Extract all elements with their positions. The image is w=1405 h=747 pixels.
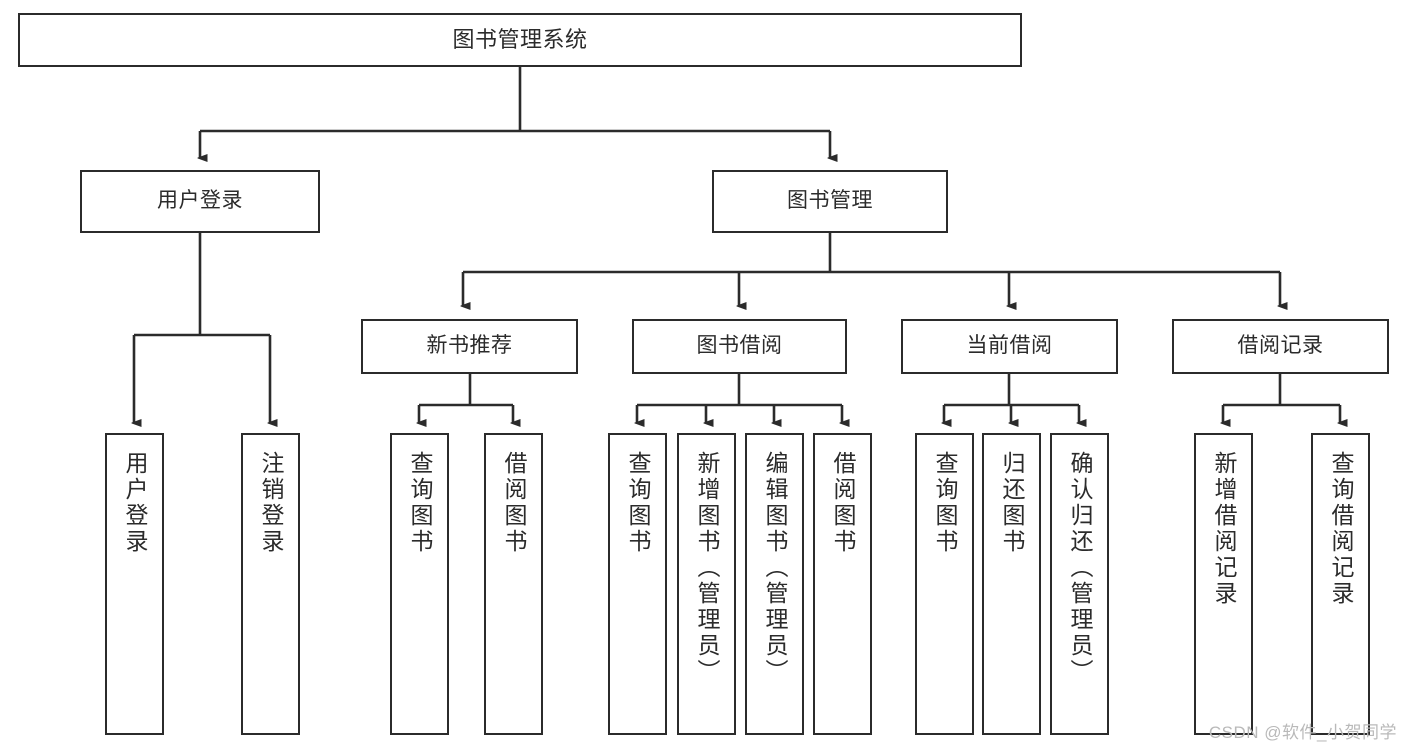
node-label: 图书管理系统	[452, 27, 588, 53]
node-label: 编辑图书（管理员）	[762, 451, 788, 685]
leaf-record-add-record[interactable]: 新增借阅记录	[1194, 433, 1253, 735]
node-label: 借阅图书	[501, 451, 527, 555]
node-current-borrow[interactable]: 当前借阅	[901, 319, 1118, 374]
leaf-recommend-borrow-book[interactable]: 借阅图书	[484, 433, 543, 735]
node-label: 查询图书	[625, 451, 651, 555]
node-label: 新增图书（管理员）	[694, 451, 720, 685]
leaf-recommend-search-book[interactable]: 查询图书	[390, 433, 449, 735]
node-label: 图书借阅	[696, 334, 783, 358]
node-label: 确认归还（管理员）	[1067, 451, 1093, 685]
node-book-borrow[interactable]: 图书借阅	[632, 319, 847, 374]
node-label: 查询图书	[407, 451, 433, 555]
node-label: 查询借阅记录	[1328, 451, 1354, 607]
leaf-borrow-search-book[interactable]: 查询图书	[608, 433, 667, 735]
watermark-text: CSDN @软件_小贺同学	[1208, 723, 1397, 742]
leaf-borrow-add-book[interactable]: 新增图书（管理员）	[677, 433, 736, 735]
node-label: 用户登录	[122, 451, 148, 555]
node-book-management[interactable]: 图书管理	[712, 170, 948, 233]
node-label: 图书管理	[787, 189, 873, 213]
node-root-system[interactable]: 图书管理系统	[18, 13, 1022, 67]
node-label: 借阅记录	[1237, 334, 1324, 358]
node-label: 用户登录	[157, 189, 243, 213]
node-label: 借阅图书	[830, 451, 856, 555]
node-label: 当前借阅	[966, 334, 1053, 358]
leaf-user-logout[interactable]: 注销登录	[241, 433, 300, 735]
node-new-book-recommend[interactable]: 新书推荐	[361, 319, 578, 374]
leaf-user-login[interactable]: 用户登录	[105, 433, 164, 735]
node-label: 新增借阅记录	[1211, 451, 1237, 607]
node-label: 新书推荐	[426, 334, 513, 358]
node-borrow-record[interactable]: 借阅记录	[1172, 319, 1389, 374]
node-label: 查询图书	[932, 451, 958, 555]
leaf-borrow-edit-book[interactable]: 编辑图书（管理员）	[745, 433, 804, 735]
leaf-record-search-record[interactable]: 查询借阅记录	[1311, 433, 1370, 735]
leaf-current-confirm-return[interactable]: 确认归还（管理员）	[1050, 433, 1109, 735]
node-label: 归还图书	[999, 451, 1025, 555]
leaf-current-search-book[interactable]: 查询图书	[915, 433, 974, 735]
leaf-borrow-borrow-book[interactable]: 借阅图书	[813, 433, 872, 735]
node-label: 注销登录	[258, 451, 284, 555]
node-user-login[interactable]: 用户登录	[80, 170, 320, 233]
leaf-current-return-book[interactable]: 归还图书	[982, 433, 1041, 735]
